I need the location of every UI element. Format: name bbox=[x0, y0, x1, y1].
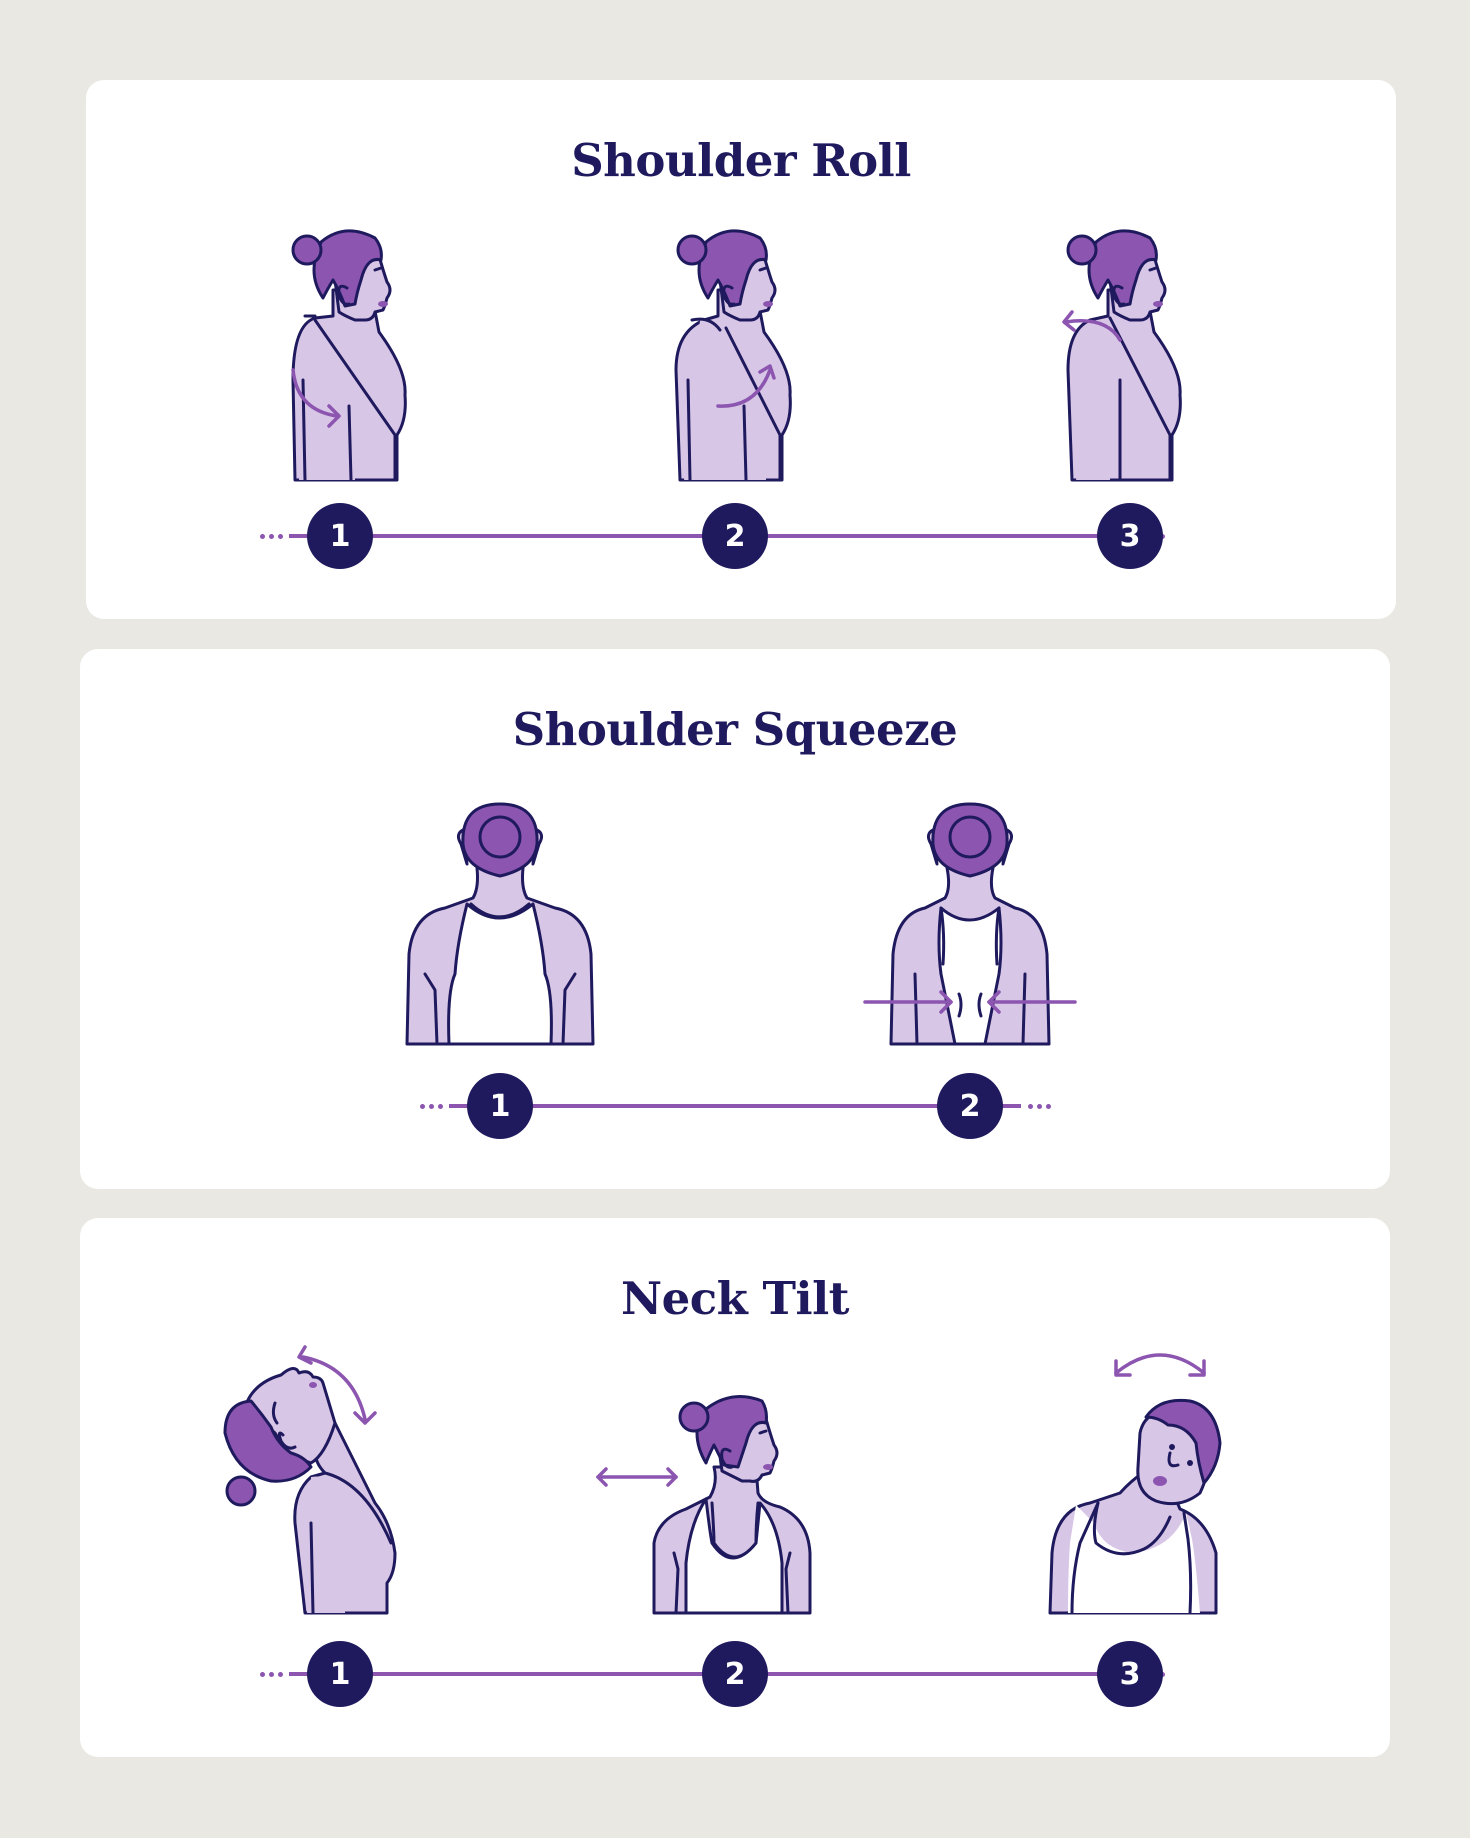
neck-tilt-card: Neck Tilt bbox=[80, 1218, 1390, 1757]
step-2-marker: 2 bbox=[937, 1073, 1003, 1139]
timeline-dot bbox=[428, 1103, 434, 1109]
timeline-dot bbox=[259, 1671, 265, 1677]
side-profile-figure-icon bbox=[674, 229, 792, 482]
timeline-line bbox=[449, 1104, 1021, 1108]
side-profile-figure-icon bbox=[1062, 229, 1182, 482]
side-profile-figure-icon bbox=[291, 229, 407, 482]
shoulder-roll-card: Shoulder Roll bbox=[86, 80, 1396, 619]
step-2-marker: 2 bbox=[702, 503, 768, 569]
timeline-dot bbox=[268, 533, 274, 539]
shoulder-squeeze-card: Shoulder Squeeze bbox=[80, 649, 1390, 1189]
back-view-figure-icon bbox=[863, 802, 1077, 1046]
timeline-dot bbox=[1036, 1103, 1042, 1109]
section-title: Shoulder Roll bbox=[571, 134, 911, 187]
timeline-dot bbox=[419, 1103, 425, 1109]
back-view-figure-icon bbox=[405, 802, 595, 1046]
head-tilted-back-figure-icon bbox=[223, 1345, 397, 1615]
step-3-marker: 3 bbox=[1097, 1641, 1163, 1707]
timeline-dot bbox=[268, 1671, 274, 1677]
timeline-dot bbox=[259, 533, 265, 539]
timeline-dot bbox=[277, 1671, 283, 1677]
timeline-dot bbox=[277, 533, 283, 539]
step-1-marker: 1 bbox=[467, 1073, 533, 1139]
timeline-dot bbox=[1027, 1103, 1033, 1109]
head-turned-figure-icon bbox=[596, 1395, 812, 1615]
step-2-marker: 2 bbox=[702, 1641, 768, 1707]
step-1-marker: 1 bbox=[307, 1641, 373, 1707]
step-3-marker: 3 bbox=[1097, 503, 1163, 569]
section-title: Shoulder Squeeze bbox=[512, 703, 958, 756]
timeline-dot bbox=[437, 1103, 443, 1109]
head-tilted-side-figure-icon bbox=[1048, 1353, 1222, 1615]
step-1-marker: 1 bbox=[307, 503, 373, 569]
timeline-dot bbox=[1045, 1103, 1051, 1109]
section-title: Neck Tilt bbox=[621, 1272, 849, 1325]
